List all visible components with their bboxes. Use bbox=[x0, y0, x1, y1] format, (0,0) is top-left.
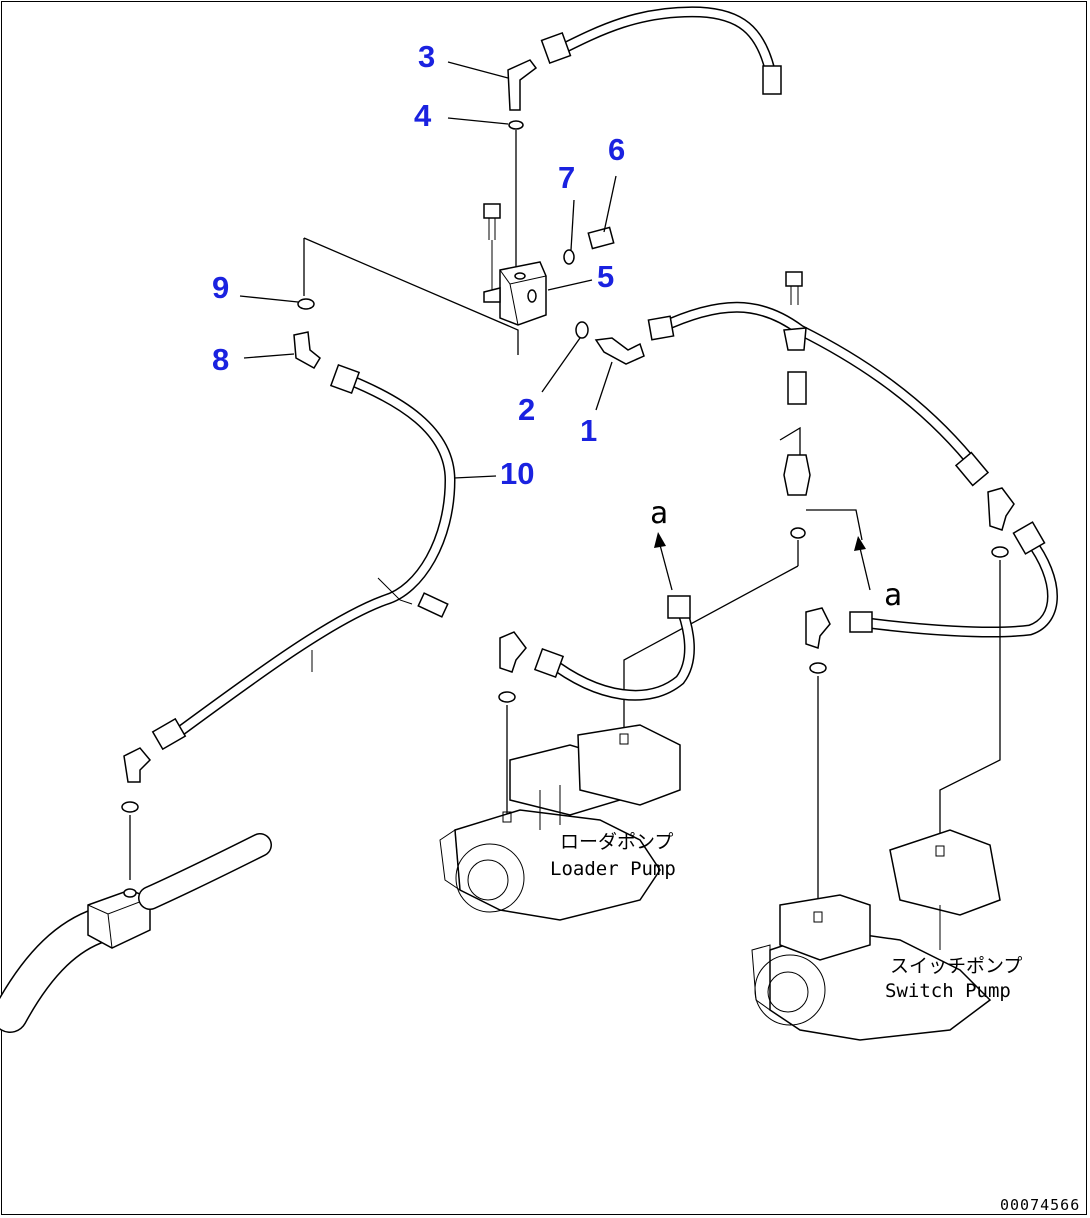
callout-1: 1 bbox=[580, 413, 597, 448]
elbow-fitting-3 bbox=[507, 59, 538, 111]
spacer-collar bbox=[787, 371, 807, 405]
switch-pump-label-jp: スイッチポンプ bbox=[890, 955, 1022, 977]
loader-pump bbox=[439, 724, 681, 921]
document-number: 00074566 bbox=[1000, 1196, 1080, 1214]
o-ring-4 bbox=[508, 120, 524, 130]
elbow-fitting-switch bbox=[805, 607, 831, 649]
elbow-fitting-loader bbox=[499, 631, 527, 673]
o-ring-right-top bbox=[991, 546, 1009, 558]
arrow-left bbox=[654, 532, 673, 591]
pipe-block-lower-left bbox=[0, 833, 272, 1033]
callout-4: 4 bbox=[414, 98, 432, 133]
switch-pump bbox=[751, 829, 1001, 1041]
elbow-fitting-lower-left bbox=[123, 747, 152, 783]
elbow-fitting-1 bbox=[594, 337, 645, 365]
marker-a-right: a bbox=[884, 578, 902, 613]
plug-6 bbox=[587, 226, 615, 250]
hose-loader-pump bbox=[533, 595, 695, 701]
callout-3: 3 bbox=[418, 39, 435, 74]
o-ring-2 bbox=[575, 321, 589, 339]
callout-2: 2 bbox=[518, 392, 535, 427]
bolt-right bbox=[785, 271, 803, 305]
hose-10 bbox=[151, 363, 456, 751]
callout-9: 9 bbox=[212, 270, 229, 305]
hose-right-upper bbox=[647, 301, 990, 487]
loader-pump-label-en: Loader Pump bbox=[550, 858, 676, 880]
loader-pump-label-jp: ローダポンプ bbox=[560, 831, 673, 853]
callout-5: 5 bbox=[597, 259, 614, 294]
bolt-upper bbox=[483, 203, 501, 290]
switch-pump-label-en: Switch Pump bbox=[885, 980, 1011, 1002]
arrow-right bbox=[854, 536, 871, 591]
elbow-fitting-right-top bbox=[987, 487, 1015, 531]
marker-a-left: a bbox=[650, 496, 668, 531]
o-ring-loader bbox=[498, 691, 516, 703]
o-ring-switch bbox=[809, 662, 827, 674]
callout-8: 8 bbox=[212, 342, 229, 377]
top-hose bbox=[540, 6, 782, 95]
hose-switch-pump bbox=[849, 521, 1058, 638]
block-5 bbox=[483, 261, 547, 326]
callout-7: 7 bbox=[558, 160, 575, 195]
callout-6: 6 bbox=[608, 132, 625, 167]
o-ring-center bbox=[790, 527, 806, 539]
o-ring-9 bbox=[297, 298, 315, 310]
elbow-fitting-8 bbox=[293, 331, 321, 370]
o-ring-lower-left bbox=[121, 801, 139, 813]
callout-10: 10 bbox=[500, 456, 534, 491]
tee-fitting-center bbox=[779, 426, 863, 541]
o-ring-7 bbox=[563, 249, 575, 265]
